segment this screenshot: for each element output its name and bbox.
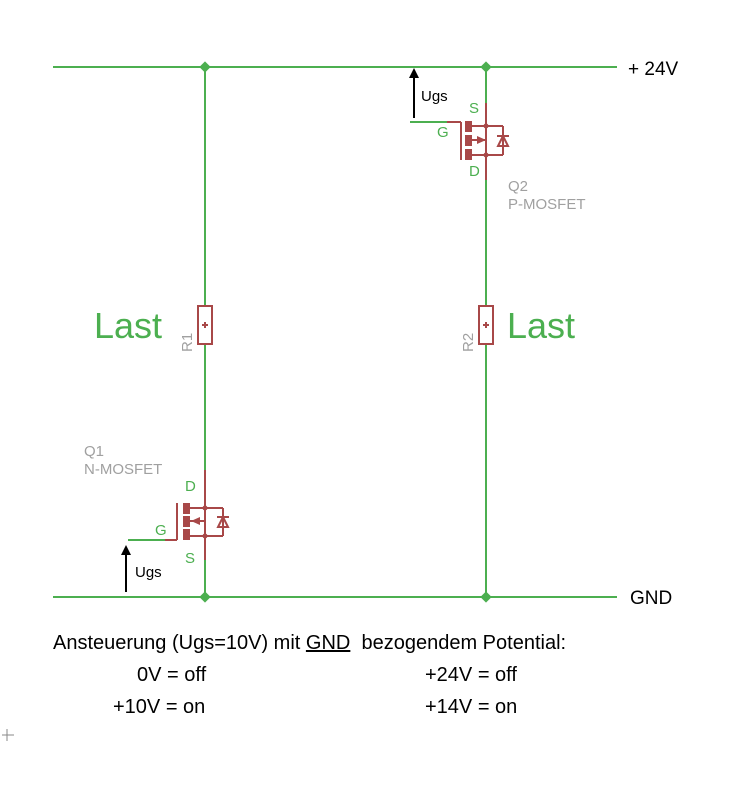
ugs-arrow-q1-icon bbox=[121, 545, 131, 592]
p-mosfet-on: +14V = on bbox=[425, 696, 518, 718]
r1-label: R1 bbox=[179, 333, 196, 352]
resistor-r1 bbox=[197, 305, 213, 345]
q1-type: N-MOSFET bbox=[84, 461, 162, 478]
rail-label-gnd: GND bbox=[630, 588, 672, 609]
load-label-right: Last bbox=[507, 305, 575, 346]
resistor-r2 bbox=[478, 305, 494, 345]
q2-ugs-label: Ugs bbox=[421, 88, 448, 105]
r2-label: R2 bbox=[460, 333, 477, 352]
p-mosfet-off: +24V = off bbox=[425, 664, 517, 686]
q2-name: Q2 bbox=[508, 178, 528, 195]
n-mosfet-off: 0V = off bbox=[137, 664, 207, 686]
control-note-heading: Ansteuerung (Ugs=10V) mit GND bezogendem… bbox=[53, 632, 566, 655]
q2-pin-s: S bbox=[469, 100, 479, 117]
p-mosfet-q2 bbox=[410, 103, 510, 180]
junctions bbox=[199, 61, 492, 603]
ugs-arrow-q2-icon bbox=[409, 68, 419, 118]
q2-type: P-MOSFET bbox=[508, 196, 586, 213]
origin-cross-icon bbox=[2, 729, 14, 741]
q1-pin-g: G bbox=[155, 522, 167, 539]
note-gnd: GND bbox=[305, 632, 351, 654]
note-text: bezogendem Potential: bbox=[350, 632, 567, 654]
q1-ugs-label: Ugs bbox=[135, 564, 162, 581]
n-mosfet-on: +10V = on bbox=[113, 696, 206, 718]
q2-pin-d: D bbox=[469, 163, 480, 180]
q1-pin-s: S bbox=[185, 550, 195, 567]
note-text: Ansteuerung (Ugs=10V) mit bbox=[53, 632, 306, 654]
q1-name: Q1 bbox=[84, 443, 104, 460]
rail-label-24v: + 24V bbox=[628, 59, 679, 80]
q2-pin-g: G bbox=[437, 124, 449, 141]
q1-pin-d: D bbox=[185, 478, 196, 495]
n-mosfet-q1 bbox=[128, 470, 230, 560]
load-label-left: Last bbox=[94, 305, 162, 346]
